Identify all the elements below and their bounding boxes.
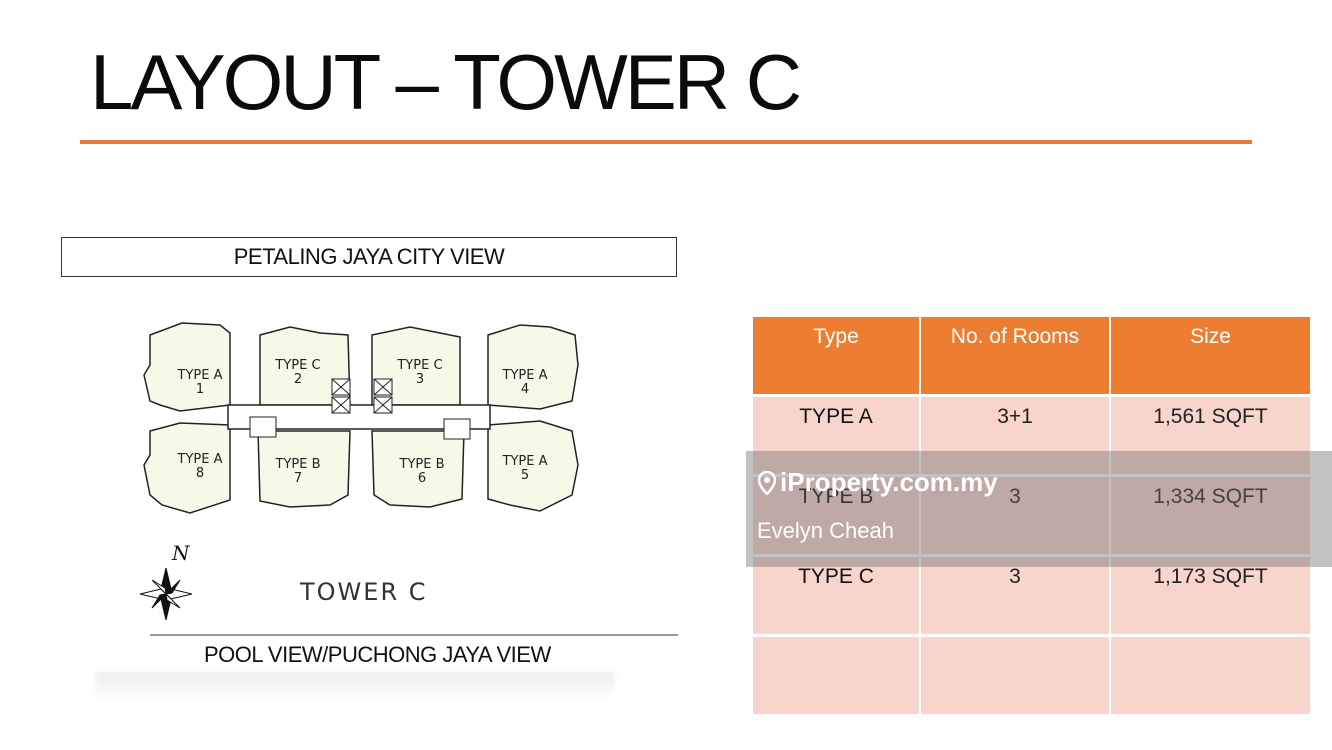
unit-shape-4: [487, 324, 579, 410]
cell-type: TYPE C: [753, 555, 921, 637]
compass-label: N: [171, 541, 191, 565]
cell-size: 1,561 SQFT: [1110, 395, 1312, 477]
unit-type-2: TYPE C: [274, 358, 320, 373]
unit-type-3: TYPE C: [396, 358, 442, 373]
bottom-view-label: POOL VIEW/PUCHONG JAYA VIEW: [204, 642, 551, 667]
cell-empty: [1110, 635, 1312, 717]
unit-shape-1: [143, 322, 231, 412]
table-row: TYPE B 3 1,334 SQFT: [753, 475, 1312, 557]
unit-num-8: 8: [196, 466, 204, 481]
watermark-overlay: [746, 451, 1332, 567]
unit-num-7: 7: [294, 471, 302, 486]
table-row: TYPE C 3 1,173 SQFT: [753, 555, 1312, 637]
cell-rooms: 3+1: [920, 395, 1111, 477]
unit-num-1: 1: [196, 382, 204, 397]
unit-num-4: 4: [521, 382, 529, 397]
cell-rooms: 3: [920, 475, 1111, 557]
unit-spec-table: Type No. of Rooms Size TYPE A 3+1 1,561 …: [753, 317, 1312, 717]
compass-icon: N: [139, 541, 193, 620]
location-pin-icon: [758, 470, 776, 495]
top-view-label: PETALING JAYA CITY VIEW: [61, 237, 677, 277]
tower-label: TOWER C: [300, 578, 428, 606]
unit-type-1: TYPE A: [177, 368, 223, 383]
header-rooms: No. of Rooms: [920, 317, 1111, 397]
watermark-brand: iProperty.com.my: [758, 467, 998, 498]
cell-empty: [753, 635, 921, 717]
top-view-text: PETALING JAYA CITY VIEW: [233, 244, 505, 269]
unit-num-3: 3: [416, 372, 424, 387]
cell-size: 1,173 SQFT: [1110, 555, 1312, 637]
unit-shape-7: [257, 430, 351, 508]
floor-plan: TYPE A 1 TYPE C 2 TYPE C 3 TYPE A 4 TYPE…: [143, 322, 579, 514]
stair-left: [249, 416, 277, 438]
header-type: Type: [753, 317, 921, 397]
watermark-brand-text: iProperty.com.my: [780, 467, 998, 497]
unit-type-8: TYPE A: [177, 452, 223, 467]
unit-shape-8: [143, 422, 231, 514]
unit-type-6: TYPE B: [399, 457, 445, 472]
cell-type: TYPE A: [753, 395, 921, 477]
watermark-agent: Evelyn Cheah: [757, 518, 894, 543]
title-divider: [80, 140, 1252, 144]
cell-type: TYPE B: [753, 475, 921, 557]
page-title: LAYOUT – TOWER C: [90, 38, 802, 126]
unit-num-6: 6: [418, 471, 426, 486]
cell-size: 1,334 SQFT: [1110, 475, 1312, 557]
cell-empty: [920, 635, 1111, 717]
stair-right: [443, 418, 471, 440]
unit-num-2: 2: [294, 372, 302, 387]
unit-type-5: TYPE A: [502, 454, 548, 469]
unit-num-5: 5: [521, 468, 529, 483]
table-header-row: Type No. of Rooms Size: [753, 317, 1312, 397]
cell-rooms: 3: [920, 555, 1111, 637]
unit-type-4: TYPE A: [502, 368, 548, 383]
faded-scan-area: [95, 672, 615, 698]
table-row-empty: [753, 635, 1312, 717]
header-size: Size: [1110, 317, 1312, 397]
plan-bottom-divider: [150, 634, 678, 636]
unit-shape-5: [487, 420, 579, 512]
unit-type-7: TYPE B: [275, 457, 321, 472]
table-row: TYPE A 3+1 1,561 SQFT: [753, 395, 1312, 477]
